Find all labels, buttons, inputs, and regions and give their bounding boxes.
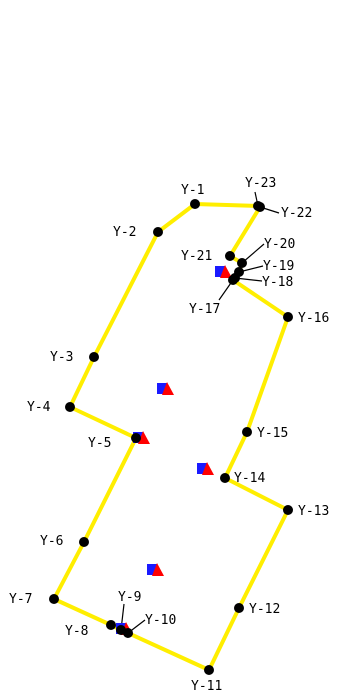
- node-label-y-21: Y-21: [181, 249, 212, 264]
- nodes-layer: [49, 199, 293, 675]
- node-label-y-20: Y-20: [264, 237, 295, 252]
- node-label-y-2: Y-2: [113, 225, 136, 240]
- marker-square: [147, 564, 157, 575]
- node-label-y-12: Y-12: [249, 602, 280, 617]
- node-y-7[interactable]: [49, 594, 59, 604]
- marker-triangle: [138, 431, 150, 444]
- node-label-y-18: Y-18: [262, 275, 293, 290]
- node-y-8[interactable]: [106, 620, 116, 630]
- node-label-y-8: Y-8: [65, 624, 88, 639]
- node-label-y-14: Y-14: [234, 471, 265, 486]
- node-label-y-4: Y-4: [27, 400, 51, 415]
- node-y-21[interactable]: [225, 251, 235, 261]
- marker-triangle: [152, 563, 164, 576]
- node-label-y-3: Y-3: [50, 350, 73, 365]
- square-triangle-marker-icon: [147, 563, 164, 576]
- node-y-5[interactable]: [131, 433, 141, 443]
- marker-square: [197, 463, 207, 474]
- node-label-y-15: Y-15: [257, 426, 288, 441]
- square-triangle-marker-icon: [197, 462, 214, 475]
- node-y-10[interactable]: [123, 628, 133, 638]
- node-y-19[interactable]: [234, 267, 244, 277]
- node-label-y-23: Y-23: [245, 176, 276, 191]
- marker-triangle: [162, 382, 174, 395]
- labels-layer: Y-1Y-2Y-3Y-4Y-5Y-6Y-7Y-8 Y-9Y-10Y-11 Y-12 Y…: [9, 176, 329, 694]
- node-y-23[interactable]: [253, 201, 263, 211]
- node-y-13[interactable]: [283, 505, 293, 515]
- marker-square: [215, 266, 225, 277]
- node-label-y-11: Y-11: [191, 679, 222, 694]
- node-label-y-13: Y-13: [298, 504, 329, 519]
- node-label-y-16: Y-16: [298, 311, 329, 326]
- node-label-y-7: Y-7: [9, 592, 32, 607]
- node-y-4[interactable]: [65, 402, 75, 412]
- node-y-12[interactable]: [234, 603, 244, 613]
- node-y-1[interactable]: [190, 199, 200, 209]
- marker-triangle: [202, 462, 214, 475]
- node-y-2[interactable]: [153, 227, 163, 237]
- node-y-11[interactable]: [204, 665, 214, 675]
- square-triangle-marker-icon: [157, 382, 174, 395]
- node-label-y-19: Y-19: [263, 259, 294, 274]
- node-label-y-10: Y-10: [145, 613, 176, 628]
- node-y-6[interactable]: [79, 537, 89, 547]
- node-label-y-6: Y-6: [40, 534, 63, 549]
- square-triangle-marker-icon: [215, 265, 232, 278]
- node-y-20[interactable]: [237, 258, 247, 268]
- node-y-15[interactable]: [242, 427, 252, 437]
- node-label-y-22: Y-22: [281, 206, 312, 221]
- node-y-14[interactable]: [220, 473, 230, 483]
- node-y-3[interactable]: [89, 352, 99, 362]
- node-label-y-17: Y-17: [189, 302, 220, 317]
- node-label-y-1: Y-1: [181, 183, 204, 198]
- node-y-16[interactable]: [283, 312, 293, 322]
- node-label-y-9: Y-9: [118, 590, 141, 605]
- node-label-y-5: Y-5: [88, 436, 111, 451]
- marker-square: [157, 383, 167, 394]
- marker-triangle: [220, 265, 232, 278]
